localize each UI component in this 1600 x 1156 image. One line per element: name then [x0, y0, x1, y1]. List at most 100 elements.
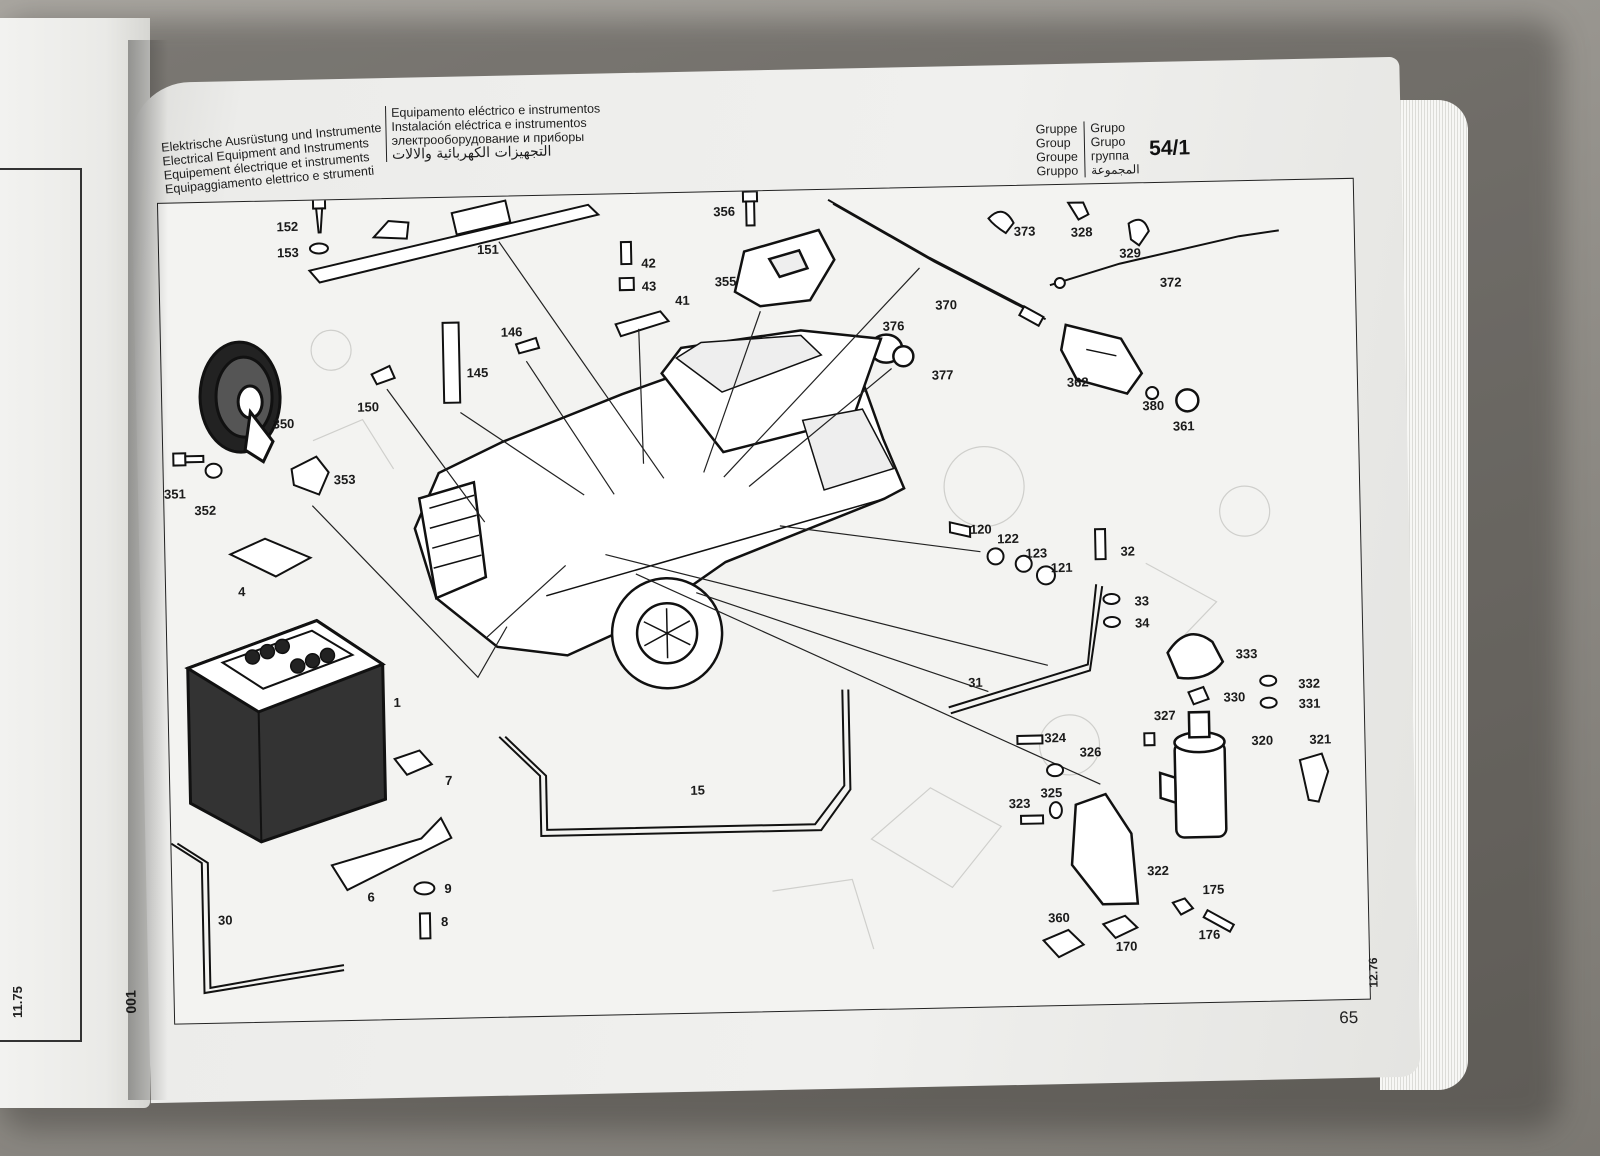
right-page: Elektrische Ausrüstung und Instrumente E…	[122, 56, 1421, 1104]
ghost-print	[310, 329, 1271, 950]
callout-31: 31	[968, 674, 983, 690]
callout-41: 41	[674, 292, 690, 309]
screw-356-art	[741, 190, 759, 227]
callout-176: 176	[1198, 926, 1221, 943]
callout-353: 353	[333, 471, 356, 488]
callout-380: 380	[1142, 397, 1165, 414]
horn-350-art	[198, 340, 282, 464]
group-label: Grupo	[1090, 120, 1126, 136]
callout-370: 370	[935, 297, 958, 313]
callout-15: 15	[690, 782, 706, 798]
car-art	[413, 329, 906, 690]
callout-332: 332	[1298, 675, 1321, 692]
callout-151: 151	[476, 241, 499, 258]
callout-352: 352	[194, 502, 217, 519]
callout-373: 373	[1013, 223, 1036, 239]
parts-145-150-art	[370, 321, 541, 404]
cables-370-372-art	[827, 198, 1279, 328]
callout-329: 329	[1119, 245, 1142, 261]
part-380-art	[1145, 386, 1160, 401]
callout-121: 121	[1050, 559, 1073, 576]
callout-32: 32	[1120, 543, 1136, 559]
callout-150: 150	[357, 399, 380, 415]
callout-145: 145	[466, 364, 489, 381]
group-label: Gruppo	[1036, 163, 1079, 179]
left-page-frame	[0, 168, 82, 1042]
group-label: المجموعة	[1091, 162, 1140, 178]
battery-clamp-parts-art	[330, 749, 453, 940]
callout-33: 33	[1134, 593, 1150, 609]
battery-1-art	[184, 618, 388, 844]
cables-art	[170, 584, 1104, 995]
callout-328: 328	[1070, 224, 1093, 240]
part-361-art	[1175, 388, 1200, 413]
parts-diagram: 152 153 151 356 42 43 41 355 373 328 329…	[156, 177, 1371, 1025]
callout-376: 376	[882, 318, 905, 334]
callout-326: 326	[1079, 744, 1102, 760]
group-labels-right: Grupo Grupo группа المجموعة	[1084, 120, 1140, 178]
callout-4: 4	[237, 584, 246, 600]
group-label: группа	[1090, 148, 1130, 164]
callout-323: 323	[1008, 795, 1031, 812]
callout-333: 333	[1235, 645, 1258, 662]
callout-42: 42	[641, 255, 656, 271]
part-321-art	[1298, 752, 1330, 803]
part-362-art	[1059, 323, 1144, 396]
group-header: Gruppe Group Groupe Gruppo Grupo Grupo г…	[1035, 119, 1191, 179]
group-number: 54/1	[1148, 136, 1191, 161]
callout-170: 170	[1115, 938, 1138, 954]
callout-361: 361	[1172, 418, 1195, 434]
callout-30: 30	[217, 912, 233, 928]
callout-327: 327	[1153, 707, 1176, 724]
bracket-322-art	[1070, 792, 1140, 906]
bracket-151-art	[307, 199, 601, 284]
callout-7: 7	[444, 772, 453, 788]
group-label: Grupo	[1090, 134, 1126, 150]
callout-330: 330	[1223, 689, 1246, 705]
callout-325: 325	[1040, 785, 1063, 801]
callout-360: 360	[1047, 909, 1070, 926]
callout-362: 362	[1066, 374, 1089, 390]
callout-355: 355	[714, 273, 737, 290]
left-page: 11.75	[0, 18, 150, 1108]
callout-8: 8	[440, 913, 449, 930]
page-number: 65	[1339, 1007, 1359, 1028]
date-code: 12.76	[1366, 957, 1381, 988]
callout-324: 324	[1044, 729, 1067, 746]
callout-356: 356	[713, 203, 736, 220]
callout-350: 350	[272, 416, 295, 432]
group-label: Gruppe	[1035, 121, 1078, 137]
callout-331: 331	[1298, 695, 1321, 712]
callout-6: 6	[367, 889, 375, 905]
bracket-353-art	[290, 455, 330, 496]
callout-153: 153	[276, 244, 299, 261]
callout-175: 175	[1202, 881, 1225, 898]
bolt-351-art	[172, 452, 223, 479]
book-gutter	[128, 40, 168, 1100]
coil-320-art	[1158, 710, 1228, 839]
parts-41-43-art	[614, 240, 671, 338]
callout-123: 123	[1025, 545, 1048, 561]
small-hardware-art	[948, 521, 1278, 959]
callout-152: 152	[276, 218, 299, 235]
callout-321: 321	[1309, 731, 1332, 747]
callout-377: 377	[931, 367, 954, 383]
cover-4-art	[227, 537, 313, 578]
left-page-date: 11.75	[10, 986, 25, 1018]
diagram-artwork	[170, 190, 1330, 995]
clips-373-329-art	[987, 201, 1150, 247]
group-labels-left: Gruppe Group Groupe Gruppo	[1035, 121, 1086, 179]
callout-372: 372	[1159, 274, 1182, 290]
leader-lines	[311, 241, 1101, 785]
header-titles-rotated: Elektrische Ausrüstung und Instrumente E…	[161, 121, 382, 197]
callout-320: 320	[1251, 732, 1274, 749]
header-titles-straight: Equipamento eléctrico e instrumentos Ins…	[384, 99, 693, 163]
cap-333-art	[1166, 633, 1225, 680]
callout-43: 43	[641, 278, 657, 294]
callout-9: 9	[444, 880, 452, 896]
plate-355-art	[733, 228, 836, 308]
callout-1: 1	[393, 694, 401, 711]
callout-146: 146	[500, 324, 523, 340]
callout-322: 322	[1147, 862, 1170, 879]
group-label: Groupe	[1036, 149, 1079, 165]
